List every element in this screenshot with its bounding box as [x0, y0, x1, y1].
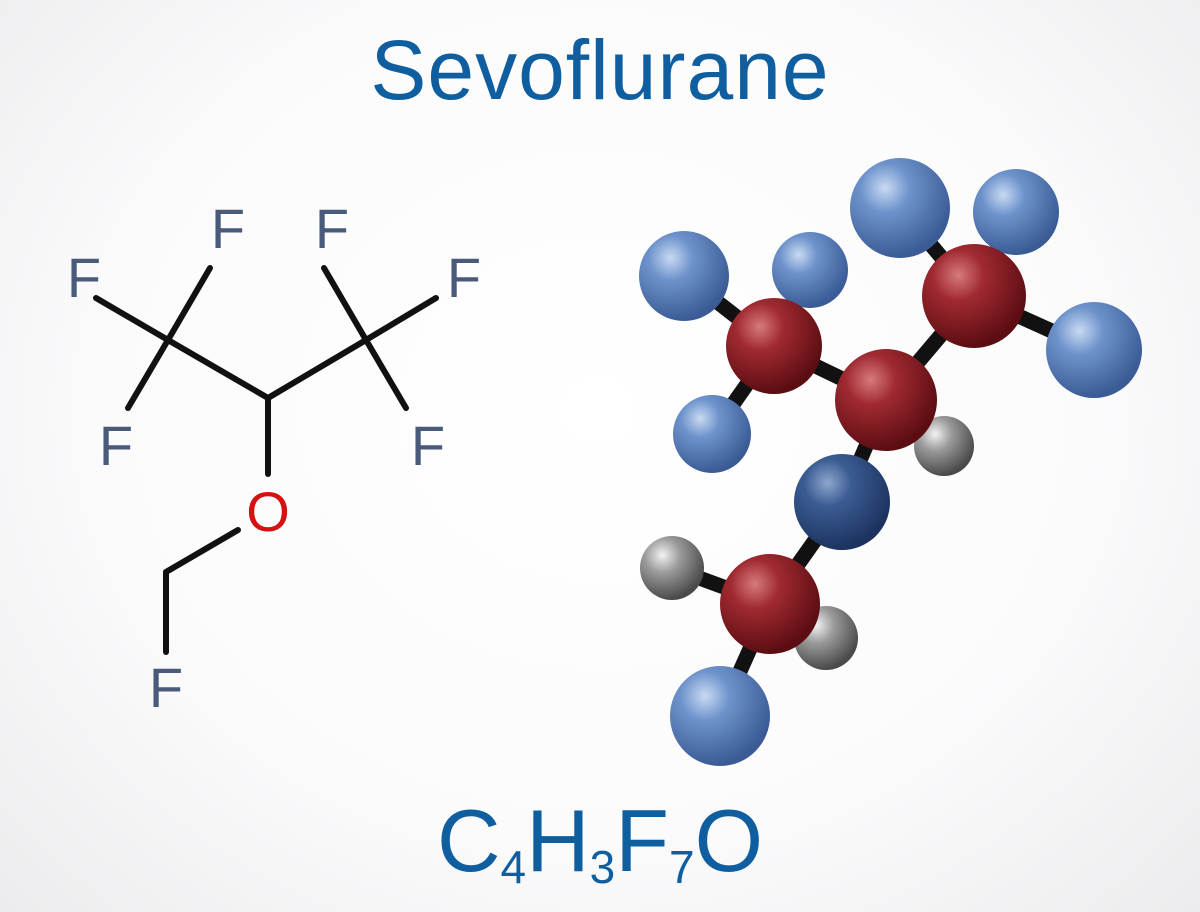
fluorine-label: F [211, 197, 245, 260]
fluorine-atom [673, 395, 751, 473]
carbon-atom [720, 554, 820, 654]
fluorine-label: F [99, 414, 133, 477]
formula-element: H [526, 791, 590, 890]
bond [165, 337, 271, 401]
fluorine-label: F [149, 656, 183, 719]
oxygen-atom [794, 454, 890, 550]
bond [165, 265, 213, 343]
bond [363, 337, 409, 411]
fluorine-atom [772, 232, 848, 308]
carbon-atom [922, 244, 1026, 348]
formula-count: 7 [669, 841, 695, 893]
hydrogen-atom [914, 416, 974, 476]
carbon-atom [726, 298, 822, 394]
fluorine-atom [1046, 302, 1142, 398]
molecule-name: Sevoflurane [370, 23, 830, 117]
formula-element: C [436, 791, 501, 890]
formula-element: F [615, 791, 670, 890]
chemical-formula: C4H3F7O [0, 790, 1200, 894]
bond [321, 265, 369, 343]
fluorine-label: F [411, 414, 445, 477]
skeletal-formula [93, 265, 439, 655]
carbon-atom [835, 349, 937, 451]
fluorine-atom [973, 169, 1059, 255]
fluorine-label: F [315, 197, 349, 260]
skeletal-atom-labels: F F F F F F O F [67, 197, 481, 719]
oxygen-label: O [246, 480, 290, 543]
bond [265, 337, 369, 401]
hydrogen-atom [640, 536, 704, 600]
bond [93, 295, 171, 343]
fluorine-atom [670, 666, 770, 766]
formula-count: 3 [589, 841, 616, 893]
ball-and-stick-atoms [639, 158, 1142, 766]
fluorine-label: F [67, 246, 101, 309]
bond [363, 295, 439, 343]
fluorine-atom [850, 158, 950, 258]
fluorine-label: F [447, 246, 481, 309]
formula-element: O [694, 791, 764, 890]
formula-count: 4 [500, 841, 527, 893]
bond [125, 337, 171, 411]
bond [163, 527, 241, 575]
fluorine-atom [639, 231, 729, 321]
